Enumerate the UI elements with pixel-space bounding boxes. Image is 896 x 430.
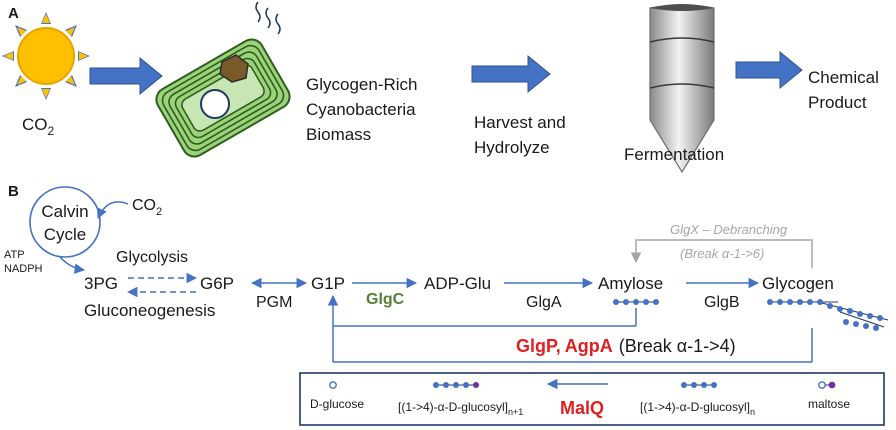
arrow-sun-to-cell <box>89 56 163 96</box>
substrate-chain-icon <box>681 382 717 388</box>
product-line-2: Product <box>808 93 867 112</box>
fermentation-tank-icon <box>649 4 715 174</box>
enzyme-glgb: GlgB <box>704 294 740 311</box>
enzyme-glgx-line-1: GlgX – Debranching <box>670 222 788 237</box>
node-amylose: Amylose <box>598 274 663 293</box>
d-glucose-label: D-glucose <box>310 397 364 411</box>
atp-label: ATP <box>4 249 25 261</box>
arrow-cycle-to-3pg <box>59 256 86 274</box>
product-label: [(1->4)-α-D-glucosyl]n+1 <box>398 400 523 417</box>
product-line-1: Chemical <box>808 68 879 87</box>
sun-icon <box>2 12 90 100</box>
gluconeogenesis-label: Gluconeogenesis <box>84 301 215 320</box>
co2-label-a: CO2 <box>22 115 55 138</box>
node-glycogen: Glycogen <box>762 274 834 293</box>
enzyme-glga: GlgA <box>526 294 562 311</box>
enzyme-glgc: GlgC <box>366 291 405 308</box>
enzyme-agpa: AgpA <box>565 336 613 356</box>
cyanobacteria-cell-icon <box>155 1 291 158</box>
maltose-label: maltose <box>808 397 850 411</box>
calvin-line-2: Cycle <box>44 225 87 244</box>
arrow-biomass-to-harvest <box>471 54 551 94</box>
enzyme-pgm: PGM <box>256 294 292 311</box>
glycolysis-label: Glycolysis <box>116 249 188 266</box>
fermentation-label: Fermentation <box>624 145 724 164</box>
node-3pg: 3PG <box>84 274 118 293</box>
d-glucose-icon <box>329 381 337 389</box>
maltose-icon <box>818 381 836 389</box>
node-g6p: G6P <box>200 274 234 293</box>
enzyme-malq: MalQ <box>560 398 604 418</box>
harvest-line-1: Harvest and <box>474 113 566 132</box>
node-g1p: G1P <box>311 274 345 293</box>
arrow-glgx-debranching <box>630 239 813 268</box>
enzymes-glgp-agpa: GlgP,AgpA(Break α-1->4) <box>516 336 736 356</box>
co2-label-b: CO2 <box>132 197 162 218</box>
amylose-chain-icon <box>613 299 659 305</box>
product-chain-icon <box>433 382 479 388</box>
arrow-co2-into-cycle <box>97 201 129 219</box>
calvin-line-1: Calvin <box>41 202 88 221</box>
nadph-label: NADPH <box>4 263 43 275</box>
node-adp-glu: ADP-Glu <box>424 274 491 293</box>
enzyme-glgp: GlgP <box>516 336 558 356</box>
substrate-label: [(1->4)-α-D-glucosyl]n <box>640 400 755 417</box>
biomass-line-1: Glycogen-Rich <box>306 75 418 94</box>
arrow-fermentation-to-product <box>735 50 803 90</box>
panel-b-label: B <box>8 183 19 200</box>
biomass-line-2: Cyanobacteria <box>306 100 416 119</box>
harvest-line-2: Hydrolyze <box>474 138 550 157</box>
calvin-cycle-circle <box>29 186 101 258</box>
glycogen-branch-icon <box>767 299 889 331</box>
malq-box <box>299 372 885 426</box>
enzyme-glgx-line-2: (Break α-1->6) <box>680 246 764 261</box>
panel-a-label: A <box>8 5 19 22</box>
biomass-line-3: Biomass <box>306 125 371 144</box>
